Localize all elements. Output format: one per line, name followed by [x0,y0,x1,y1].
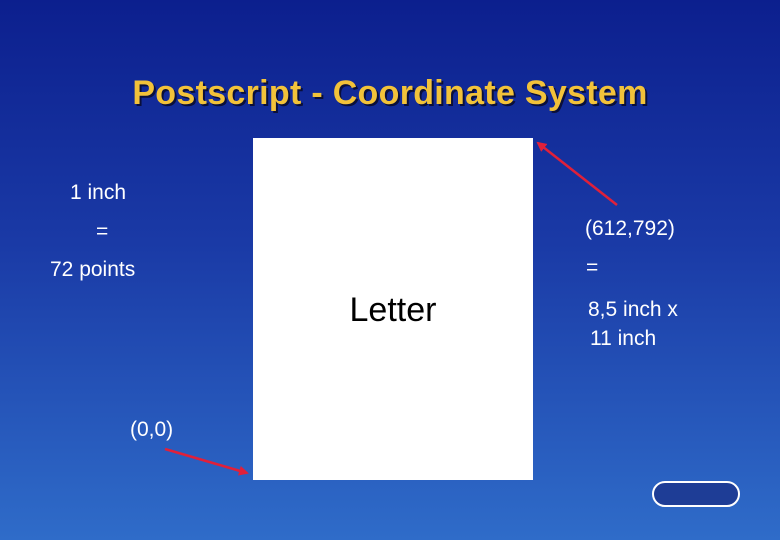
inch-equals-sign: = [96,220,109,243]
origin-label: (0,0) [130,418,174,441]
origin-arrow [164,447,249,476]
letter-label: Letter [349,291,437,329]
page-size-line1: 8,5 inch x [588,298,678,321]
letter-page: Letter [253,138,533,480]
orgamon-logo [652,481,740,507]
corner-coordinates: (612,792) [585,217,675,240]
corner-arrow [536,141,618,206]
page-size-line2: 11 inch [590,327,657,350]
corner-equals-sign: = [586,256,599,279]
inch-label: 1 inch [70,181,127,204]
points-label: 72 points [50,258,136,281]
slide-title: Postscript - Coordinate System [132,74,648,112]
